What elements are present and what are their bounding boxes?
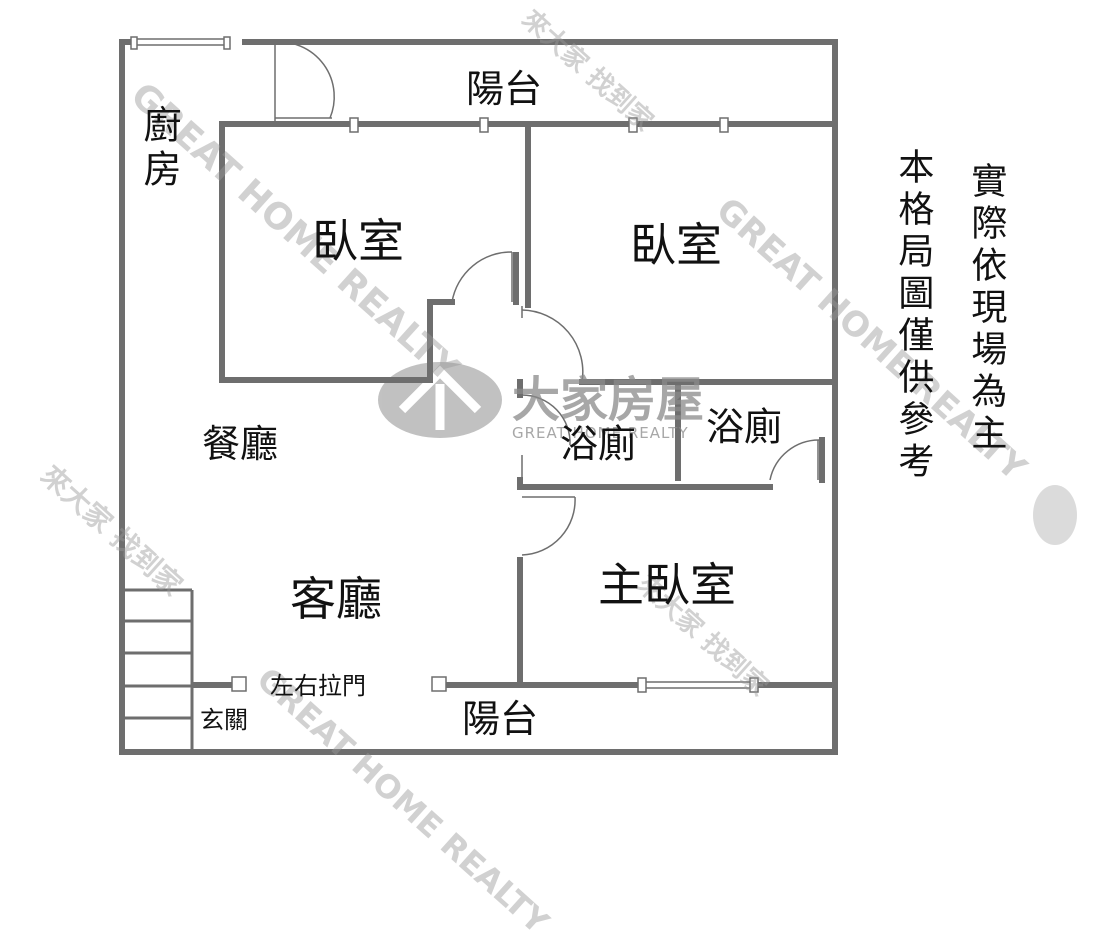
room-label-balcony-top: 陽台 (466, 67, 543, 111)
watermark-logo-brand-en: GREAT HOME REALTY (512, 424, 689, 442)
exterior-walls (119, 39, 838, 755)
floor-plan-drawing (119, 36, 1077, 755)
watermark-logo-brand-cn: 大家房屋 (512, 372, 705, 428)
note-actual-site-prevails: 實際依現場為主 (965, 162, 1007, 456)
interior-walls (192, 121, 838, 688)
room-label-dining: 餐廳 (202, 422, 279, 466)
doors (274, 41, 821, 556)
room-label-master-bedroom: 主臥室 (598, 558, 736, 612)
room-label-living: 客廳 (290, 572, 382, 626)
window-top-left (130, 36, 231, 50)
room-label-sliding-door: 左右拉門 (270, 672, 366, 700)
room-label-entrance: 玄關 (200, 706, 248, 734)
room-label-bedroom-right: 臥室 (630, 218, 722, 272)
note-reference-only: 本格局圖僅供參考 (892, 148, 934, 484)
room-label-bedroom-left: 臥室 (312, 214, 404, 268)
room-label-bath-right: 浴廁 (706, 405, 783, 449)
room-label-kitchen: 廚房 (137, 105, 181, 193)
room-label-bath-left: 浴廁 (560, 422, 637, 466)
windows (231, 117, 759, 693)
room-label-balcony-bottom: 陽台 (462, 697, 539, 741)
stairs (125, 588, 194, 752)
